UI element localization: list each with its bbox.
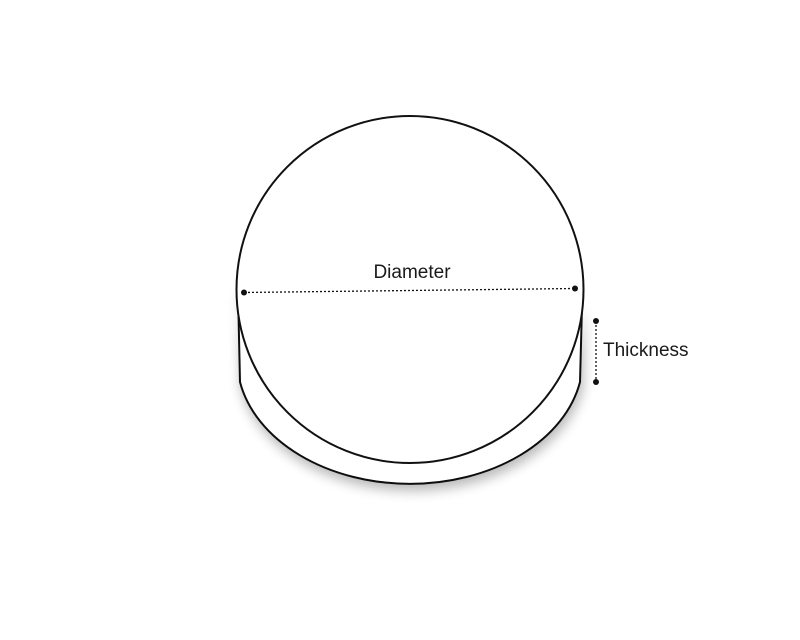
diameter-endpoint-left (241, 289, 247, 296)
thickness-endpoint-bottom (593, 379, 599, 385)
thickness-endpoint-top (593, 318, 599, 324)
thickness-label: Thickness (603, 340, 689, 361)
diameter-label: Diameter (373, 262, 451, 283)
diameter-endpoint-right (572, 285, 578, 292)
diameter-line (243, 287, 576, 294)
disc-top-face (235, 115, 585, 464)
